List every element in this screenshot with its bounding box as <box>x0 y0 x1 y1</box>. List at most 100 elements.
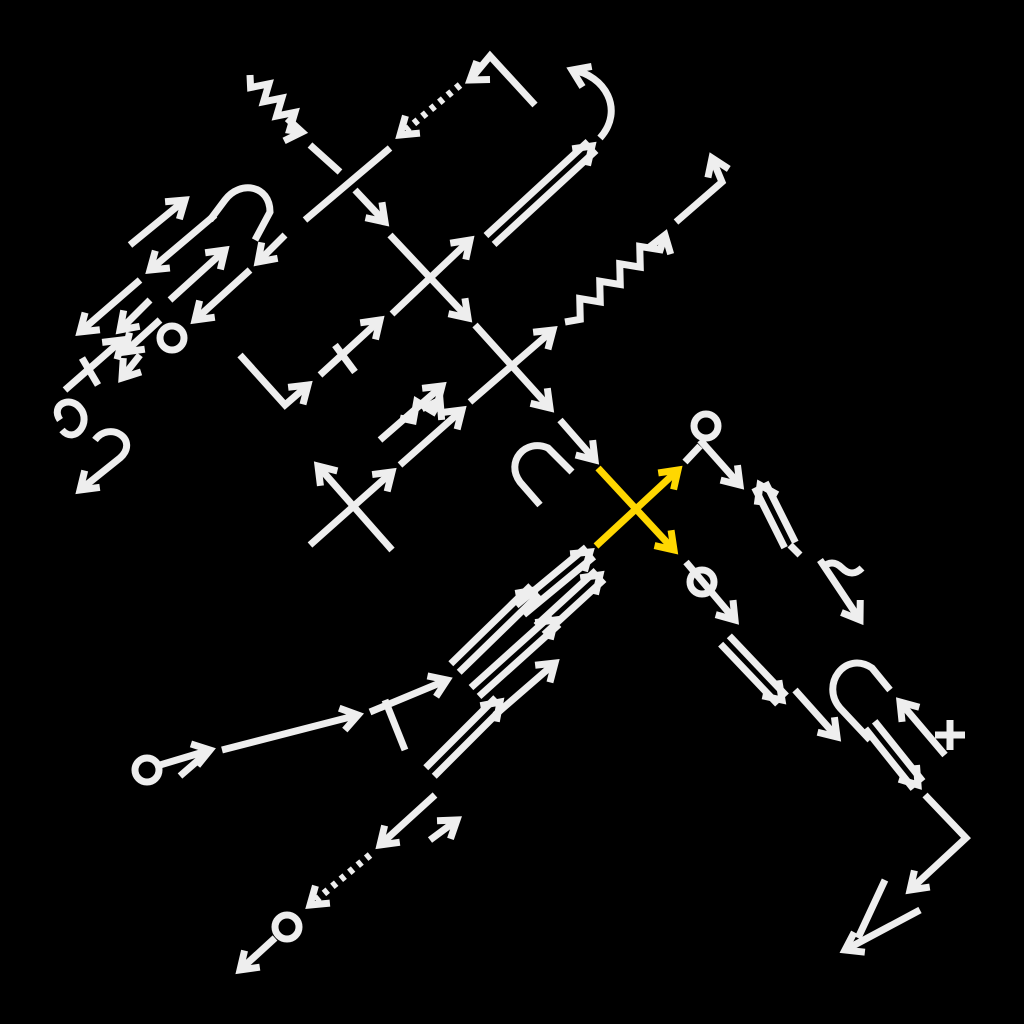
arrow-icon <box>368 676 449 716</box>
arrow-icon-head <box>704 152 731 179</box>
arrow-icon <box>237 935 278 973</box>
arrow-icon <box>255 232 288 265</box>
arrow-icon <box>843 906 922 954</box>
highlighted-cross-arrows-icon <box>593 467 681 549</box>
double-arrow-icon-head <box>569 548 595 573</box>
double-arrow-icon <box>448 583 534 667</box>
arrow-icon <box>697 437 743 488</box>
double-arrow-icon <box>513 544 589 609</box>
arrow-icon-head <box>426 672 453 699</box>
arrow-icon-head <box>75 311 101 337</box>
double-arrow-icon-head <box>571 141 597 167</box>
arrow-icon <box>381 698 409 752</box>
circle-tail-icon <box>686 566 718 598</box>
arrow-icon-head <box>338 704 365 733</box>
arrow-icon-head <box>364 201 390 227</box>
arrow-icon <box>237 352 311 410</box>
squiggle-arrow-icon <box>399 396 444 425</box>
arrow-icon <box>158 746 212 769</box>
arrow-icon <box>397 407 465 468</box>
arrow-icon <box>78 356 102 387</box>
arrow-icon <box>117 297 153 333</box>
arrow-icon-head <box>253 241 279 267</box>
arrow-icon <box>907 792 971 893</box>
arrow-icon <box>817 558 863 622</box>
cross-arrows-icon-head <box>529 387 555 413</box>
double-arrow-icon <box>431 703 507 779</box>
arrow-icon <box>492 660 558 718</box>
arrow-icon <box>332 342 358 375</box>
arrow-icon-head <box>118 357 143 383</box>
arrow-icon <box>127 197 188 248</box>
arrow-icon <box>787 542 803 558</box>
arrow-icon <box>167 247 228 303</box>
cross-arrows-icon-head <box>447 297 473 323</box>
arrow-icon <box>77 277 143 335</box>
cross-arrows-icon <box>389 237 473 317</box>
arrow-icon <box>122 317 163 355</box>
dotted-arrow-icon-head <box>395 114 421 139</box>
arrow-icon <box>377 383 445 443</box>
arrow-icon-head <box>190 299 216 325</box>
arrow-icon-head <box>375 824 401 850</box>
arrow-icon <box>352 187 388 225</box>
double-arrow-icon <box>483 139 591 239</box>
double-arrow-icon <box>521 553 597 618</box>
arrow-icon <box>683 559 738 623</box>
arrow-icon-head <box>371 467 397 493</box>
cross-arrows-icon <box>467 327 556 405</box>
arrow-icon-head <box>204 245 230 271</box>
arrow-icon-head <box>359 315 385 341</box>
arrow-icon <box>557 417 598 463</box>
double-arrow-icon <box>456 591 542 675</box>
squiggle-arrow-icon <box>564 233 669 326</box>
arrow-icon <box>221 711 359 754</box>
arrow-icon <box>377 792 438 848</box>
arrow-icon <box>192 267 253 323</box>
squiggle-arrow-icon <box>54 398 88 439</box>
arrow-icon-head <box>816 716 842 742</box>
arrow-icon <box>317 317 383 378</box>
arrow-icon-head <box>895 697 921 723</box>
arrow-icon <box>147 212 218 273</box>
squiggle-arrow-icon-head <box>282 115 309 145</box>
arrow-icon-head <box>905 869 931 895</box>
u-turn-icon-head <box>566 62 593 89</box>
dotted-arrow-icon-head <box>305 884 331 909</box>
double-arrow-icon-head <box>897 764 922 790</box>
double-arrow-icon-head <box>579 570 605 596</box>
arrow-icon-head <box>115 309 141 335</box>
cross-arrows-icon-head <box>449 235 475 261</box>
arrow-icon-head <box>235 949 261 975</box>
arrow-icon <box>673 156 727 225</box>
double-arrow-icon <box>423 695 499 771</box>
arrow-icon-head <box>574 439 600 465</box>
arrow-icon <box>177 747 213 779</box>
arrow-icon <box>897 699 948 758</box>
arrow-icon <box>302 145 393 223</box>
squiggle-arrow-icon-head <box>420 394 446 421</box>
circle-tail-icon <box>156 322 188 354</box>
u-turn-icon-head <box>75 469 101 495</box>
double-arrow-icon-head <box>753 479 780 506</box>
arrow-icon <box>62 337 125 393</box>
arrow-icon-head <box>441 405 467 431</box>
circle-tail-icon <box>690 410 722 442</box>
arrow-icon <box>792 687 840 740</box>
arrow-icon <box>315 463 395 553</box>
u-turn-icon <box>77 428 131 493</box>
arrow-icon <box>682 443 703 465</box>
arrow-icon-head <box>719 464 745 490</box>
arrow-icon-head <box>145 249 171 275</box>
arrow-icon-head <box>436 816 462 841</box>
tilde-icon <box>819 559 865 577</box>
circle-tail-icon <box>271 911 303 943</box>
squiggle-arrow-icon-head <box>647 229 675 256</box>
u-turn-icon <box>571 66 615 141</box>
double-arrow-icon <box>468 612 554 691</box>
dotted-arrow-icon <box>397 82 463 138</box>
arrow-icon <box>307 142 343 175</box>
dotted-arrow-icon <box>307 852 373 908</box>
highlighted-cross-arrows-icon-head <box>653 529 679 555</box>
double-arrow-icon-head <box>761 679 787 705</box>
